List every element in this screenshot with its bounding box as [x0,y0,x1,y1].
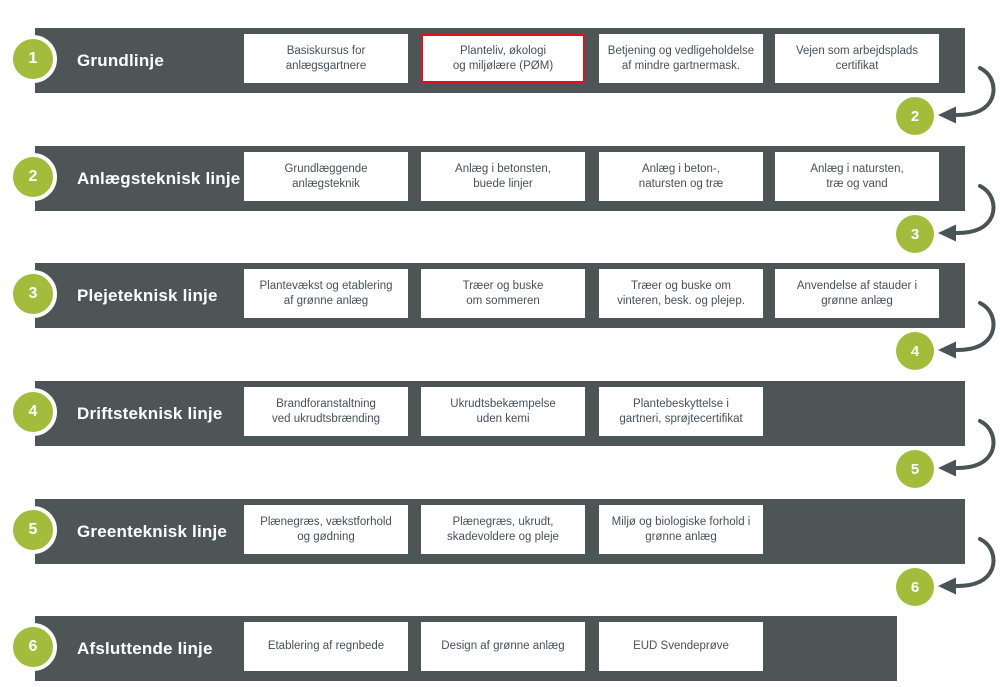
row-number-badge: 2 [9,153,57,201]
course-card-label: Plantevækst og etablering af grønne anlæ… [259,280,393,307]
next-line-number-badge: 4 [896,332,934,370]
course-card[interactable]: Plantevækst og etablering af grønne anlæ… [244,269,408,318]
course-card-label: Anlæg i beton-, natursten og træ [638,163,724,190]
course-card[interactable]: Miljø og biologiske forhold i grønne anl… [599,505,763,554]
course-card-label: EUD Svendeprøve [633,640,729,653]
course-card[interactable]: Plænegræs, vækstforhold og gødning [244,505,408,554]
course-card-label: Vejen som arbejdsplads certifikat [795,45,919,72]
course-card[interactable]: Plantebeskyttelse i gartneri, sprøjtecer… [599,387,763,436]
course-card[interactable]: Etablering af regnbede [244,622,408,671]
course-card[interactable]: Basiskursus for anlægsgartnere [244,34,408,83]
course-card-label: Plænegræs, vækstforhold og gødning [260,516,392,543]
line-row-6: 6 Afsluttende linje Etablering af regnbede… [9,616,897,681]
course-card-label: Anlæg i natursten, træ og vand [810,163,904,190]
line-row-4: 4 Driftsteknisk linje Brandforanstaltning … [9,381,965,446]
row-title: Grundlinje [77,50,164,70]
course-card[interactable]: Anlæg i betonsten, buede linjer [421,152,585,201]
course-card-highlighted[interactable]: Planteliv, økologi og miljølære (PØM) [421,34,585,83]
course-card-label: Ukrudtsbekæmpelse uden kemi [450,398,556,425]
next-line-number: 2 [910,107,920,125]
course-card-label: Etablering af regnbede [267,640,385,653]
course-card[interactable]: Vejen som arbejdsplads certifikat [775,34,939,83]
course-card-label: Plænegræs, ukrudt, skadevoldere og pleje [447,516,559,543]
curved-arrow-icon [938,66,996,124]
line-row-1: 1 Grundlinje Basiskursus for anlægsgartner… [9,28,965,93]
course-card[interactable]: Træer og buske om vinteren, besk. og ple… [599,269,763,318]
course-card-label: Brandforanstaltning ved ukrudtsbrænding [271,398,381,425]
next-line-number: 4 [910,342,920,360]
course-card-label: Planteliv, økologi og miljølære (PØM) [452,45,554,72]
row-number: 2 [28,168,38,185]
row-number-badge: 4 [9,388,57,436]
course-card-label: Anvendelse af stauder i grønne anlæg [796,280,918,307]
course-card[interactable]: Anvendelse af stauder i grønne anlæg [775,269,939,318]
row-number-badge: 1 [9,35,57,83]
row-title: Driftsteknisk linje [77,403,223,423]
course-card[interactable]: EUD Svendeprøve [599,622,763,671]
course-card[interactable]: Anlæg i natursten, træ og vand [775,152,939,201]
curved-arrow-icon [938,419,996,477]
course-card-label: Grundlæggende anlægsteknik [284,163,368,190]
row-number-badge: 5 [9,506,57,554]
course-card-label: Træer og buske om vinteren, besk. og ple… [617,280,745,307]
curved-arrow-icon [938,537,996,595]
row-number-badge: 6 [9,623,57,671]
course-card-label: Betjening og vedligeholdelse af mindre g… [607,45,755,72]
next-line-number: 3 [910,225,920,243]
course-card-label: Træer og buske om sommeren [462,280,544,307]
row-number: 1 [28,50,38,67]
row-number-badge: 3 [9,270,57,318]
course-card-label: Plantebeskyttelse i gartneri, sprøjtecer… [619,398,743,425]
curved-arrow-icon [938,184,996,242]
course-card-label: Basiskursus for anlægsgartnere [285,45,367,72]
course-card[interactable]: Plænegræs, ukrudt, skadevoldere og pleje [421,505,585,554]
course-card-label: Anlæg i betonsten, buede linjer [455,163,551,190]
line-row-5: 5 Greenteknisk linje Plænegræs, vækstforho… [9,499,965,564]
course-card[interactable]: Brandforanstaltning ved ukrudtsbrænding [244,387,408,436]
course-card[interactable]: Design af grønne anlæg [421,622,585,671]
row-title: Afsluttende linje [77,638,213,658]
row-title: Greenteknisk linje [77,521,228,541]
row-number: 5 [28,521,38,538]
course-card[interactable]: Ukrudtsbekæmpelse uden kemi [421,387,585,436]
course-card-label: Miljø og biologiske forhold i grønne anl… [611,516,751,543]
course-card[interactable]: Grundlæggende anlægsteknik [244,152,408,201]
next-line-number-badge: 3 [896,215,934,253]
next-line-number: 5 [910,460,920,478]
course-card[interactable]: Anlæg i beton-, natursten og træ [599,152,763,201]
row-number: 6 [28,638,38,655]
course-card[interactable]: Betjening og vedligeholdelse af mindre g… [599,34,763,83]
next-line-number-badge: 6 [896,568,934,606]
curved-arrow-icon [938,301,996,359]
course-card-label: Design af grønne anlæg [441,640,565,653]
next-line-number: 6 [910,578,920,596]
next-line-number-badge: 5 [896,450,934,488]
row-title: Anlægsteknisk linje [77,168,241,188]
course-card[interactable]: Træer og buske om sommeren [421,269,585,318]
row-number: 3 [28,285,38,302]
line-row-3: 3 Plejeteknisk linje Plantevækst og etable… [9,263,965,328]
next-line-number-badge: 2 [896,97,934,135]
line-row-2: 2 Anlægsteknisk linje Grundlæggende anlægs… [9,146,965,211]
row-title: Plejeteknisk linje [77,285,218,305]
row-number: 4 [28,403,38,420]
